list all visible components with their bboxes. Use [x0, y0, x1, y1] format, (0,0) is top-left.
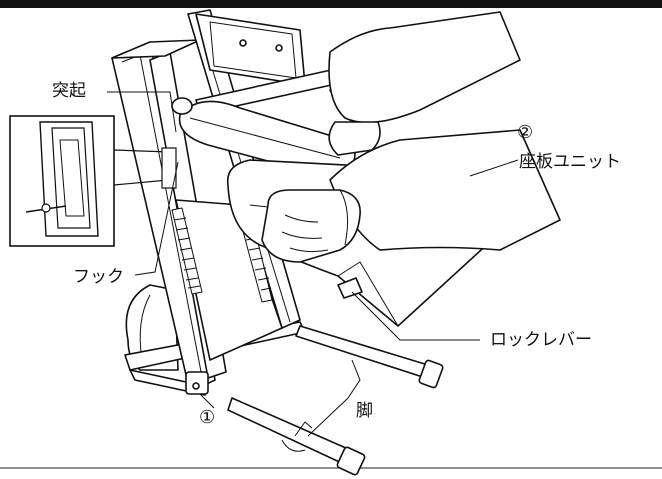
detail-inset — [9, 115, 177, 247]
leader-protrusion — [107, 91, 177, 133]
leader-leg-2 — [307, 397, 349, 437]
label-seat-unit: 座板ユニット — [519, 152, 621, 172]
leader-leg-number — [199, 393, 215, 409]
leader-leg-1 — [347, 359, 361, 399]
leader-hook — [134, 161, 179, 276]
label-leg-number: ① — [199, 407, 215, 428]
leader-seat-unit — [469, 159, 519, 177]
label-lock-lever: ロックレバー — [490, 330, 592, 350]
leader-lock-lever — [351, 291, 480, 341]
label-leg: 脚 — [356, 401, 373, 421]
label-protrusion: 突起 — [52, 81, 86, 101]
label-seat-unit-number: ② — [517, 122, 533, 143]
label-hook: フック — [73, 267, 124, 287]
hands-illustration — [261, 11, 561, 263]
top-border — [0, 0, 662, 8]
